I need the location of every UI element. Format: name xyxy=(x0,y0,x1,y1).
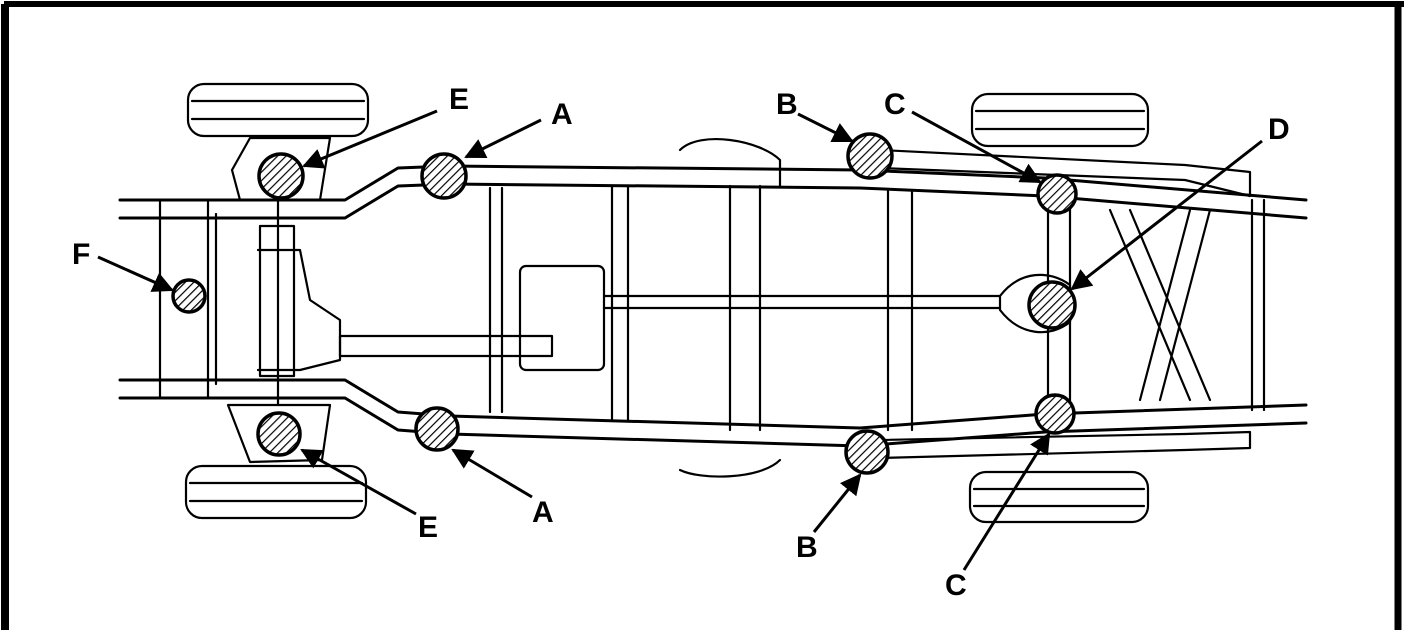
rear-right-wheel xyxy=(968,470,1150,524)
label-b-bottom: B xyxy=(796,531,818,564)
marker-b-top xyxy=(846,132,894,180)
label-d: D xyxy=(1268,113,1290,146)
marker-a-top xyxy=(420,152,468,200)
callout-labels: E A B C D F E A B C xyxy=(72,83,1290,602)
marker-a-bottom xyxy=(414,406,460,452)
mount-markers xyxy=(171,132,1078,475)
label-c-top: C xyxy=(884,88,906,121)
label-c-bottom: C xyxy=(945,569,967,602)
marker-c-top xyxy=(1036,173,1078,215)
label-e-bottom: E xyxy=(418,511,438,544)
label-b-top: B xyxy=(776,88,798,121)
front-left-wheel xyxy=(186,82,370,138)
leader-lines xyxy=(97,109,1263,571)
label-a-bottom: A xyxy=(532,496,554,529)
label-e-top: E xyxy=(449,83,469,116)
label-a-top: A xyxy=(551,98,573,131)
rear-left-wheel xyxy=(970,92,1150,148)
marker-b-bottom xyxy=(844,429,890,475)
front-right-wheel xyxy=(184,464,368,520)
label-f: F xyxy=(72,238,90,271)
marker-c-bottom xyxy=(1034,393,1076,435)
marker-f xyxy=(171,278,207,314)
marker-e-top xyxy=(257,152,305,200)
marker-e-bottom xyxy=(256,411,302,457)
marker-d xyxy=(1027,280,1077,330)
